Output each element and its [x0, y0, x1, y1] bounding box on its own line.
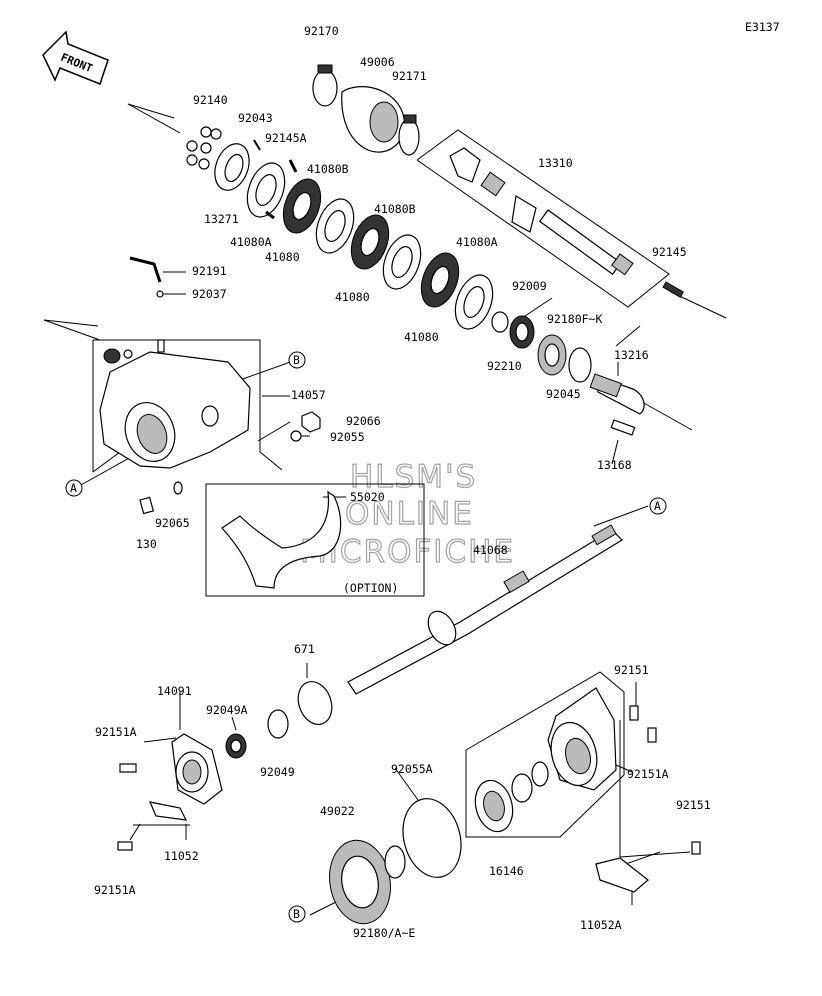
- part-label: 92066: [346, 414, 381, 428]
- part-label: 41080A: [230, 235, 272, 249]
- part-label: 92145: [652, 245, 687, 259]
- part-label: 49022: [320, 804, 355, 818]
- part-label: 92145A: [265, 131, 307, 145]
- shim-92180: [384, 845, 406, 879]
- part-label: 92043: [238, 111, 273, 125]
- callout-b-1: B: [288, 351, 306, 369]
- oring-92055: [290, 430, 302, 442]
- callout-b-2: B: [288, 905, 306, 923]
- pin-13168: [610, 419, 636, 436]
- part-label: 13168: [597, 458, 632, 472]
- part-label: 92151A: [94, 883, 136, 897]
- bolt-92151a-1: [119, 763, 137, 773]
- part-label: 11052: [164, 849, 199, 863]
- watermark-line-1: HLSM'S: [350, 459, 477, 495]
- part-label: 92151: [614, 663, 649, 677]
- part-label: 92210: [487, 359, 522, 373]
- callout-a-2: A: [649, 497, 667, 515]
- shaft-13310: [538, 209, 622, 276]
- skid-plate-55020: [221, 490, 342, 589]
- part-label: 92140: [193, 93, 228, 107]
- housing-14057: [99, 351, 251, 469]
- part-label: 92055: [330, 430, 365, 444]
- part-label: 92151A: [95, 725, 137, 739]
- seal-92210: [491, 311, 509, 333]
- part-label: 11052A: [580, 918, 622, 932]
- bolt-92151a-2: [117, 841, 133, 851]
- front-direction-arrow: FRONT: [42, 30, 109, 85]
- part-label: 13310: [538, 156, 573, 170]
- watermark: HLSM'S ONLINE MICROFICHE: [299, 458, 513, 570]
- part-label: 14057: [291, 388, 326, 402]
- part-label: 13216: [614, 348, 649, 362]
- shaft-41068: [347, 529, 623, 695]
- pin-92145: [662, 281, 685, 298]
- part-label: 41080: [265, 250, 300, 264]
- balls-92140: [186, 126, 222, 170]
- part-label: 92151A: [627, 767, 669, 781]
- part-label: 92191: [192, 264, 227, 278]
- part-label: 92170: [304, 24, 339, 38]
- svg-text:A: A: [654, 499, 661, 513]
- part-label: 92180F~K: [547, 312, 602, 326]
- option-label: (OPTION): [343, 581, 398, 595]
- svg-text:B: B: [293, 907, 300, 921]
- part-label: 41080: [404, 330, 439, 344]
- option-box: [205, 483, 425, 597]
- part-label: 13271: [204, 212, 239, 226]
- part-label: 16146: [489, 864, 524, 878]
- diagram-code: E3137: [745, 20, 780, 34]
- svg-text:B: B: [293, 353, 300, 367]
- part-label: 671: [294, 642, 315, 656]
- svg-text:A: A: [70, 481, 77, 495]
- part-label: 92065: [155, 516, 190, 530]
- bracket-11052a: [595, 857, 649, 893]
- oring-92055a: [402, 798, 462, 878]
- joint-yoke: [449, 147, 481, 183]
- shim-92180f: [568, 347, 592, 383]
- part-label: 55020: [350, 490, 385, 504]
- callout-a-1: A: [65, 479, 83, 497]
- part-label: 41080: [335, 290, 370, 304]
- part-label: 92151: [676, 798, 711, 812]
- part-label: 92180/A~E: [353, 926, 415, 940]
- part-label: 130: [136, 537, 157, 551]
- part-labels: 92170 49006 92171 92140 92043 92145A 410…: [94, 24, 711, 940]
- breather-92191: [129, 256, 162, 283]
- leader-lines: [43, 103, 727, 916]
- part-label: 92037: [192, 287, 227, 301]
- clamp-92170: [312, 69, 338, 107]
- plug-92066: [301, 411, 321, 433]
- oring-671: [297, 681, 333, 725]
- part-label: 41080B: [307, 162, 349, 176]
- parts-drawings: [99, 64, 701, 925]
- clamp-screw: [317, 64, 333, 74]
- watermark-line-2: ONLINE: [345, 496, 474, 532]
- part-label: 92171: [392, 69, 427, 83]
- part-label: 92055A: [391, 762, 433, 776]
- part-label: 41068: [473, 543, 508, 557]
- part-label: 92045: [546, 387, 581, 401]
- seal-92049: [267, 709, 289, 739]
- part-label: 41080A: [456, 235, 498, 249]
- clutch-plate-stack: [246, 162, 494, 330]
- clamp-92171: [398, 118, 420, 156]
- part-label: 92009: [512, 279, 547, 293]
- part-label: 14091: [157, 684, 192, 698]
- part-label: 92049A: [206, 703, 248, 717]
- part-label: 41080B: [374, 202, 416, 216]
- part-label: 92049: [260, 765, 295, 779]
- part-label: 49006: [360, 55, 395, 69]
